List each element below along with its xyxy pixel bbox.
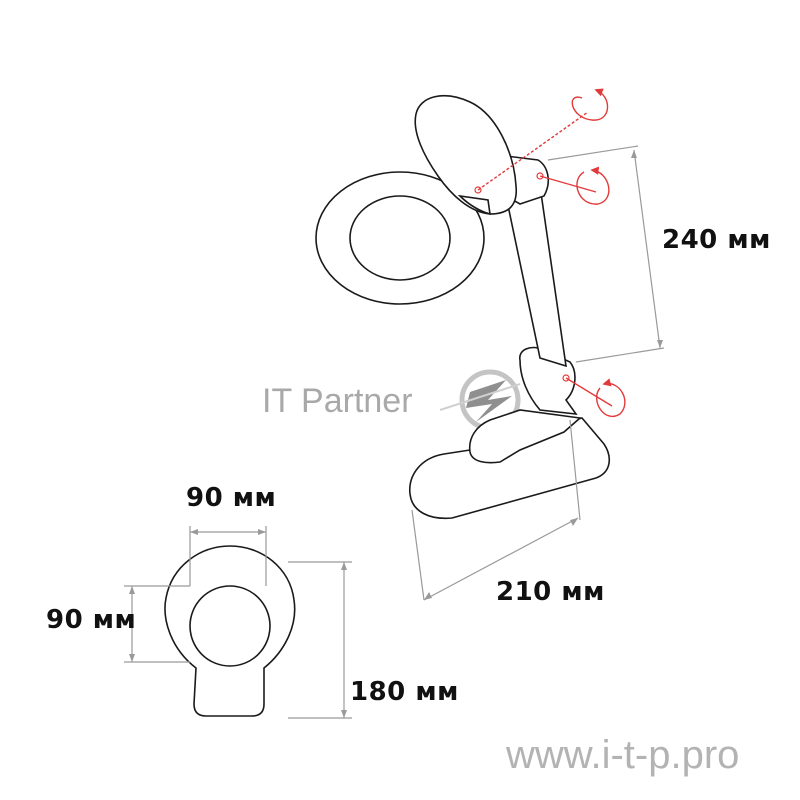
height-label: 240 мм (662, 225, 771, 255)
front-width-label: 90 мм (186, 483, 276, 513)
front-width-dimension: 90 мм (186, 483, 276, 586)
lamp-head (414, 94, 517, 215)
front-total-height-label: 180 мм (350, 677, 459, 707)
lamp-front-view (164, 545, 296, 717)
rotation-arrow-icon (474, 88, 609, 194)
height-dimension: 240 мм (547, 145, 771, 363)
lamp-base-top (468, 409, 582, 464)
base-length-dimension: 210 мм (411, 419, 605, 607)
lamp-base (409, 417, 611, 520)
front-inner-height-dimension: 90 мм (46, 585, 190, 663)
base-length-label: 210 мм (496, 577, 605, 607)
watermark-brand: IT Partner (262, 382, 413, 420)
lamp-arm (505, 184, 567, 368)
front-inner-height-label: 90 мм (46, 605, 136, 635)
lamp-side-view (315, 88, 626, 520)
rotation-arrow-icon (562, 374, 626, 417)
front-total-height-dimension: 180 мм (288, 561, 459, 719)
watermark-url: www.i-t-p.pro (505, 733, 739, 777)
rotation-arrow-icon (536, 166, 610, 205)
magnifier-ring (315, 171, 485, 305)
watermark: IT Partner (262, 369, 521, 431)
